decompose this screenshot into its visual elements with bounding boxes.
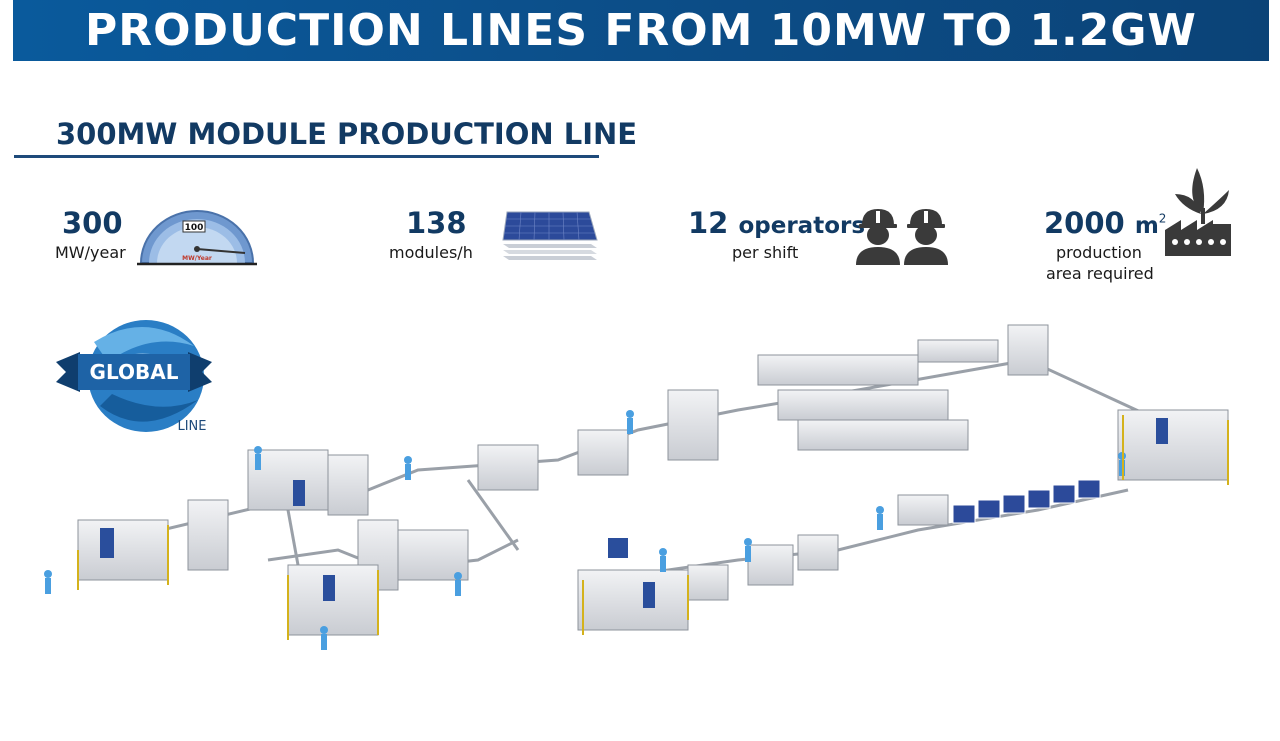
capacity-value: 300 — [62, 206, 123, 240]
gauge-value: 100 — [185, 223, 204, 233]
area-value-line: 2000 m2 — [1044, 206, 1166, 240]
global-line-logo: GLOBAL LINE — [56, 320, 212, 434]
logo-word-line: LINE — [177, 419, 206, 434]
area-line1: production — [1056, 243, 1142, 262]
operators-label: operators — [738, 213, 866, 239]
modules-unit: modules/h — [389, 243, 473, 262]
machine-block — [77, 519, 169, 581]
solar-panel-stack-icon — [502, 211, 598, 260]
section-title: 300MW MODULE PRODUCTION LINE — [56, 117, 638, 151]
eco-factory-icon — [1165, 168, 1231, 256]
area-unit-sup: 2 — [1158, 211, 1167, 226]
worker-helmet-icon — [856, 209, 948, 265]
production-line-illustration — [44, 324, 1229, 650]
capacity-unit: MW/year — [55, 243, 126, 262]
section-underline — [14, 155, 599, 158]
gauge-label: MW/Year — [182, 255, 212, 262]
gauge-icon: 100 MW/Year — [137, 210, 257, 266]
area-line2: area required — [1046, 264, 1154, 283]
area-value: 2000 — [1044, 206, 1125, 240]
logo-word-global: GLOBAL — [90, 360, 179, 384]
operators-value-line: 12 operators — [688, 206, 865, 240]
modules-value: 138 — [406, 206, 467, 240]
operators-value: 12 — [688, 206, 729, 240]
banner-title: PRODUCTION LINES FROM 10MW TO 1.2GW — [85, 5, 1197, 56]
area-unit: m — [1134, 213, 1159, 239]
top-banner: PRODUCTION LINES FROM 10MW TO 1.2GW — [13, 0, 1269, 61]
operators-unit: per shift — [732, 243, 799, 262]
